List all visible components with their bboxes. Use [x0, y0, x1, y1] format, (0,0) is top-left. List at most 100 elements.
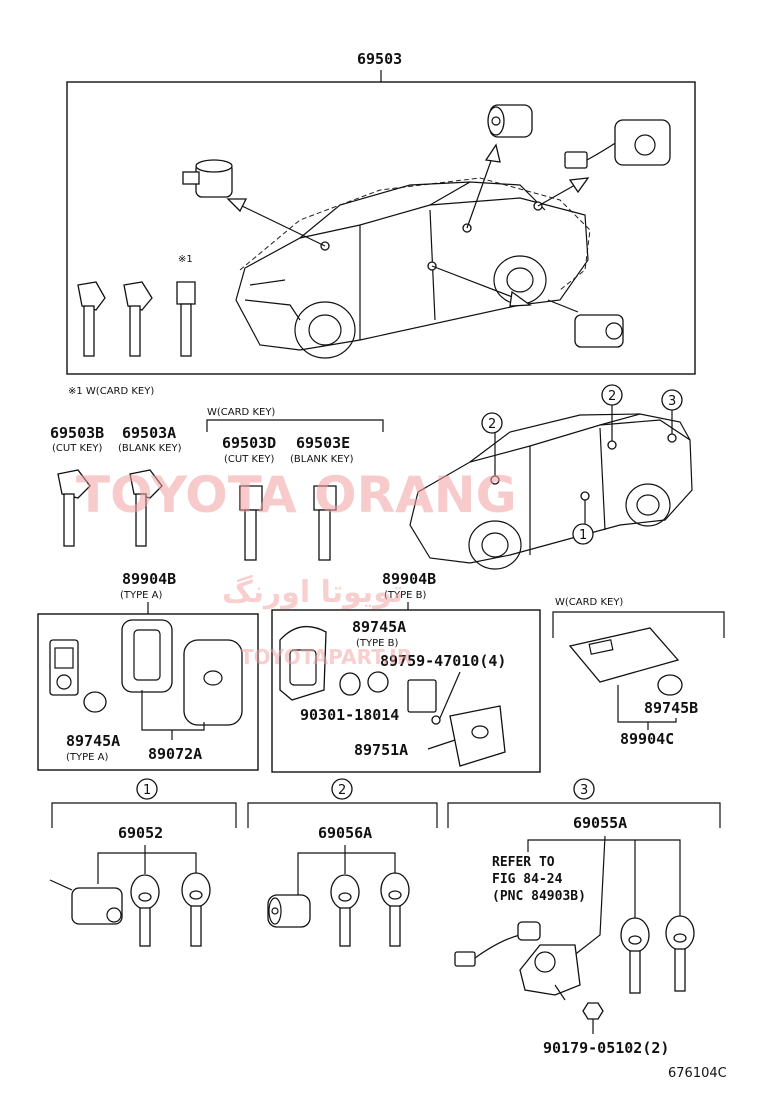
- label-69503A-sub: (BLANK KEY): [118, 443, 182, 454]
- label-89904C: 89904C: [620, 730, 674, 748]
- ignition-cylinder-section-1: [49, 879, 123, 925]
- key-69503A: [129, 469, 163, 547]
- callout-2a: 2: [488, 417, 496, 432]
- arrows-top: [226, 143, 590, 307]
- label-89745B: 89745B: [644, 699, 698, 717]
- battery-card-key: [657, 674, 683, 696]
- leader-69056A: [297, 852, 396, 895]
- key-frame-type-a: [121, 619, 173, 693]
- label-69503: 69503: [357, 50, 402, 68]
- bracket-card-key-group: [206, 419, 384, 432]
- lock-cylinder-section-2: [267, 894, 311, 928]
- key-section-2b: [380, 872, 410, 947]
- callout-1-section-circle: [136, 778, 158, 800]
- label-69503E: 69503E: [296, 434, 350, 452]
- leader-89904C: [617, 685, 677, 723]
- label-90301: 90301-18014: [300, 706, 399, 724]
- label-89904B-type-b-sub: (TYPE B): [384, 590, 427, 601]
- type-a-frame: [37, 613, 259, 771]
- callout-1-car: 1: [579, 528, 587, 543]
- label-89904B-type-a: 89904B: [122, 570, 176, 588]
- refer-line-1: REFER TO: [492, 855, 555, 870]
- label-card-key-section: W(CARD KEY): [555, 597, 623, 608]
- lock-cylinder-trunk: [487, 104, 533, 138]
- cover-type-b: [449, 705, 506, 767]
- key-69503E: [313, 485, 337, 561]
- key-section-1a: [130, 874, 160, 947]
- label-89745A-type-b: 89745A: [352, 618, 406, 636]
- callout-3-section: 3: [580, 783, 588, 798]
- figure-code: 676104C: [668, 1066, 727, 1081]
- label-89745A-type-a-sub: (TYPE A): [66, 752, 108, 763]
- label-69052: 69052: [118, 824, 163, 842]
- label-89904B-type-a-sub: (TYPE A): [120, 590, 162, 601]
- callout-2-section-circle: [331, 778, 353, 800]
- card-key: [568, 627, 680, 683]
- label-69503E-sub: (BLANK KEY): [290, 454, 354, 465]
- watermark-arabic: تویوتا اورنگ: [222, 574, 403, 610]
- key-shell-type-b: [279, 625, 327, 701]
- leader-89751A: [427, 739, 456, 750]
- label-89072A: 89072A: [148, 745, 202, 763]
- key-69503B: [57, 469, 91, 547]
- callout-3-car: 3: [668, 394, 676, 409]
- leader-89072A: [141, 690, 205, 731]
- marker-card-key: ※1: [178, 254, 193, 265]
- key-section-3b: [665, 915, 695, 992]
- leader-69055A: [527, 839, 681, 918]
- bracket-card-key-section: [552, 611, 725, 638]
- label-89745A-type-b-sub: (TYPE B): [356, 638, 399, 649]
- key-card-top: ※1: [176, 254, 196, 357]
- label-69503B-sub: (CUT KEY): [52, 443, 102, 454]
- bracket-section-3: [447, 802, 721, 828]
- car-illustration-top: [235, 177, 591, 359]
- label-69056A: 69056A: [318, 824, 372, 842]
- refer-line-3: (PNC 84903B): [492, 889, 586, 904]
- o-ring: [339, 672, 361, 696]
- key-cut-top: [77, 281, 106, 357]
- nut-90179: [582, 1002, 604, 1020]
- battery-type-b: [367, 671, 389, 693]
- top-assembly-frame: [66, 81, 696, 375]
- key-section-1b: [181, 872, 211, 947]
- key-blank-top: [123, 281, 153, 357]
- label-69503D-sub: (CUT KEY): [224, 454, 274, 465]
- callout-2b: 2: [608, 389, 616, 404]
- bracket-section-2: [247, 802, 438, 828]
- lock-cylinder-front-door: [182, 159, 233, 198]
- watermark-main: TOYOTA ORANG: [76, 466, 517, 524]
- callout-3-section-circle: [573, 778, 595, 800]
- callout-2-section: 2: [338, 783, 346, 798]
- board-type-b: [407, 671, 461, 725]
- lock-cylinder-glove: [547, 299, 624, 348]
- label-89745A-type-a: 89745A: [66, 732, 120, 750]
- type-b-frame: [271, 609, 541, 773]
- label-69503D: 69503D: [222, 434, 276, 452]
- key-section-3a: [620, 917, 650, 994]
- label-69503A: 69503A: [122, 424, 176, 442]
- wire-harness-section-3: [454, 921, 541, 967]
- battery-type-a: [83, 691, 107, 713]
- key-section-2a: [330, 874, 360, 947]
- leader-69052: [97, 852, 197, 884]
- label-89904B-type-b: 89904B: [382, 570, 436, 588]
- watermark-site: TOYOTAPART.IR: [240, 645, 412, 669]
- leader-69055A-switch: [567, 835, 606, 961]
- callout-1-section: 1: [143, 783, 151, 798]
- key-housing-type-a: [49, 639, 79, 696]
- label-89759: 89759-47010(4): [380, 652, 506, 670]
- label-69055A: 69055A: [573, 814, 627, 832]
- label-card-key-group: W(CARD KEY): [207, 407, 275, 418]
- label-89751A: 89751A: [354, 741, 408, 759]
- label-90179: 90179-05102(2): [543, 1039, 669, 1057]
- refer-line-2: FIG 84-24: [492, 872, 563, 887]
- key-69503D: [239, 485, 263, 561]
- key-cover-type-a: [183, 639, 243, 726]
- callouts-middle-car: 2 2 3 1: [481, 384, 683, 545]
- bracket-section-1: [51, 802, 237, 828]
- label-69503B: 69503B: [50, 424, 104, 442]
- ignition-switch-section-3: [519, 944, 581, 1001]
- footnote-card-key: ※1 W(CARD KEY): [68, 386, 154, 397]
- car-illustration-middle: [409, 413, 693, 570]
